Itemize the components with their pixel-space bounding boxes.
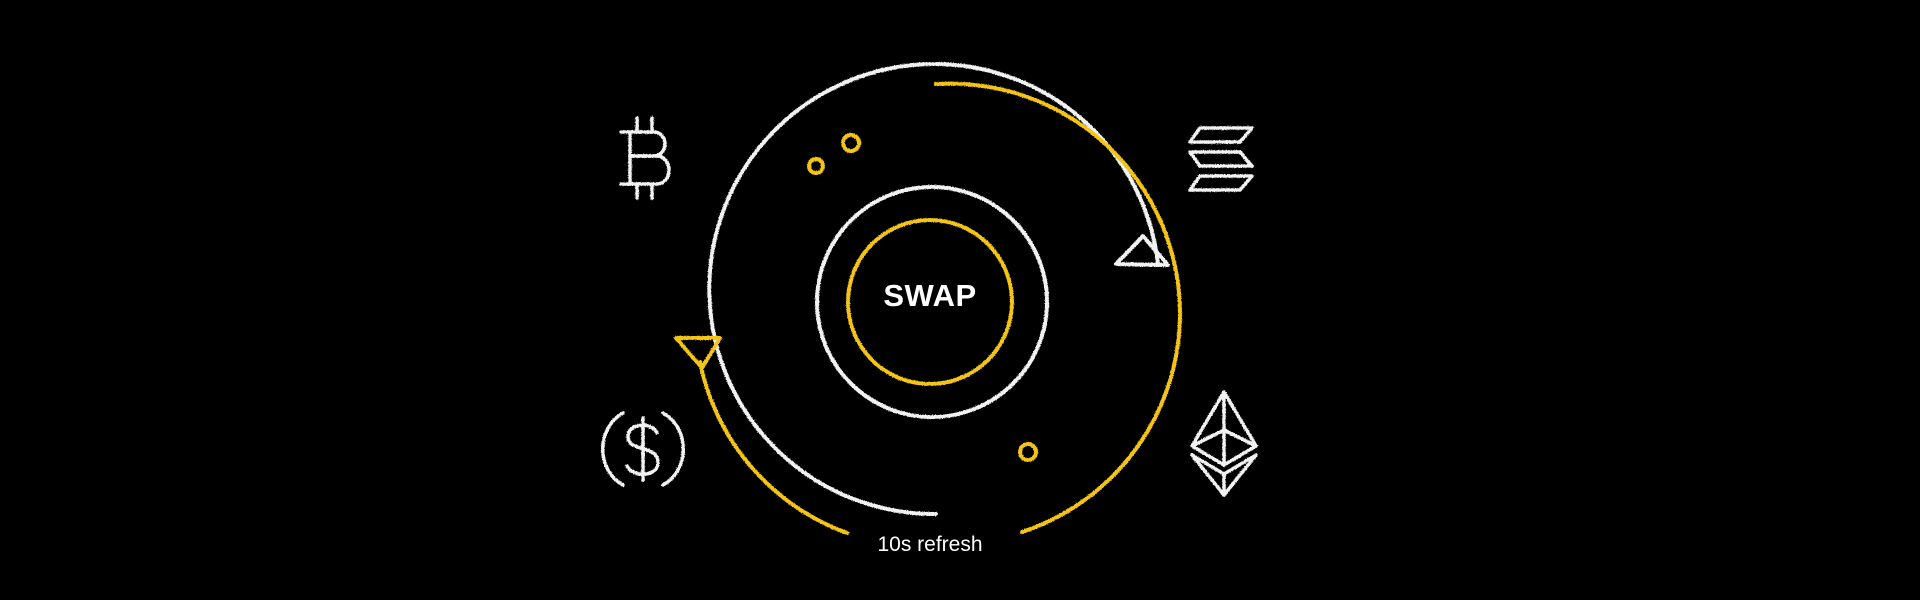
bitcoin-icon (619, 116, 671, 200)
yellow-arc-left (698, 360, 849, 535)
dot (807, 157, 825, 175)
dot (841, 133, 861, 153)
usd-coin-icon (601, 411, 685, 487)
inner-ring-yellow (846, 218, 1014, 386)
arrowhead-up (1114, 234, 1170, 267)
solana-icon (1188, 126, 1254, 192)
dot (1018, 442, 1038, 462)
arrowhead-down (674, 336, 722, 370)
refresh-caption: 10s refresh (877, 533, 983, 556)
yellow-arc-right (934, 81, 1182, 534)
outer-ring (707, 62, 1160, 517)
ethereum-icon (1190, 390, 1258, 497)
swap-label: SWAP (883, 278, 977, 313)
inner-ring-white (815, 185, 1049, 419)
